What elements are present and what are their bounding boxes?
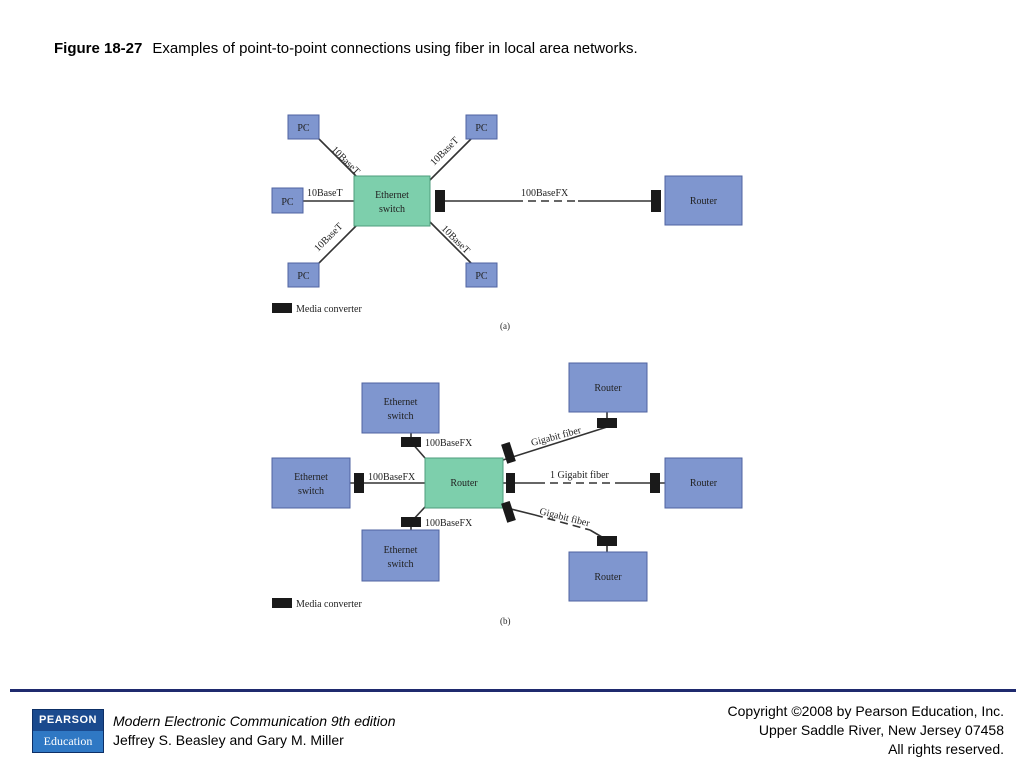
link-label-10baset: 10BaseT: [312, 221, 345, 254]
legend-converter-swatch: [272, 303, 292, 313]
diagram-b: Ethernet switch Ethernet switch Ethernet…: [271, 362, 743, 626]
router-label: Router: [594, 383, 622, 394]
ethernet-switch-label-1: Ethernet: [294, 472, 328, 483]
pc-label: PC: [281, 197, 294, 208]
router-box: [664, 175, 743, 226]
network-diagram: PC PC PC PC PC Ethernet switch Router 10…: [271, 114, 743, 626]
media-converter: [401, 437, 421, 447]
link-label-100basefx: 100BaseFX: [368, 472, 416, 483]
link-label-10baset: 10BaseT: [428, 135, 461, 168]
ethernet-switch-box: [353, 175, 431, 227]
logo-bottom: Education: [33, 731, 103, 752]
router-hub-box: [424, 457, 504, 509]
ethernet-switch-box: [361, 382, 440, 434]
footer-rule: [10, 689, 1016, 692]
copyright-block: Copyright ©2008 by Pearson Education, In…: [728, 702, 1004, 759]
link-label-100basefx: 100BaseFX: [425, 438, 473, 449]
link-gigabit-upper: [502, 426, 608, 461]
pc-label: PC: [475, 271, 488, 282]
media-converter: [506, 473, 515, 493]
media-converter: [650, 473, 660, 493]
sublabel-b: (b): [500, 616, 511, 626]
ethernet-switch-box: [271, 457, 351, 509]
figure-number: Figure 18-27: [54, 40, 143, 57]
copyright-address: Upper Saddle River, New Jersey 07458: [758, 722, 1004, 738]
router-label: Router: [594, 572, 622, 583]
link-pc-bottom-right: [429, 221, 472, 264]
legend-label: Media converter: [296, 599, 362, 610]
sublabel-a: (a): [500, 321, 510, 331]
pc-label: PC: [297, 123, 310, 134]
legend-label: Media converter: [296, 304, 362, 315]
pc-box: [287, 262, 320, 288]
diagram-a: PC PC PC PC PC Ethernet switch Router 10…: [271, 114, 743, 331]
pc-box: [287, 114, 320, 140]
ethernet-switch-label-1: Ethernet: [375, 190, 409, 201]
link-label-1gigabit: 1 Gigabit fiber: [550, 470, 610, 481]
copyright-rights: All rights reserved.: [888, 741, 1004, 757]
ethernet-switch-label-2: switch: [387, 411, 413, 422]
router-box: [568, 551, 648, 602]
logo-top: PEARSON: [33, 710, 103, 730]
pc-label: PC: [475, 123, 488, 134]
figure-caption: Examples of point-to-point connections u…: [152, 40, 638, 57]
media-converter: [354, 473, 364, 493]
media-converter: [401, 517, 421, 527]
link-label-100basefx: 100BaseFX: [425, 518, 473, 529]
link-label-10baset: 10BaseT: [329, 144, 362, 177]
link-gigabit-lower-dashed: [534, 514, 591, 531]
ethernet-switch-label-2: switch: [298, 486, 324, 497]
router-label: Router: [690, 196, 718, 207]
ethernet-switch-label-2: switch: [379, 204, 405, 215]
router-box: [568, 362, 648, 413]
link-label-gigabit: Gigabit fiber: [538, 506, 591, 529]
media-converter: [597, 418, 617, 428]
ethernet-switch-label-1: Ethernet: [384, 397, 418, 408]
pc-box: [465, 114, 498, 140]
link-pc-top-right: [429, 138, 472, 181]
copyright-line: Copyright ©2008 by Pearson Education, In…: [727, 703, 1004, 719]
link-label-10baset: 10BaseT: [307, 188, 343, 199]
book-authors: Jeffrey S. Beasley and Gary M. Miller: [113, 732, 344, 748]
ethernet-switch-box: [361, 529, 440, 582]
media-converter: [501, 500, 516, 523]
figure-title: Figure 18-27 Examples of point-to-point c…: [54, 40, 638, 57]
link-label-gigabit: Gigabit fiber: [530, 425, 583, 449]
router-label: Router: [690, 478, 718, 489]
pc-label: PC: [297, 271, 310, 282]
link-pc-bottom-left: [318, 221, 361, 264]
legend-converter-swatch: [272, 598, 292, 608]
link-label-100basefx: 100BaseFX: [521, 188, 569, 199]
router-box: [664, 457, 743, 509]
book-info: Modern Electronic Communication 9th edit…: [113, 712, 395, 750]
media-converter: [435, 190, 445, 212]
pearson-logo: PEARSON Education: [32, 709, 104, 753]
pc-box: [465, 262, 498, 288]
book-title: Modern Electronic Communication 9th edit…: [113, 713, 396, 729]
link-label-10baset: 10BaseT: [439, 223, 472, 256]
ethernet-switch-label-2: switch: [387, 559, 413, 570]
media-converter: [597, 536, 617, 546]
ethernet-switch-label-1: Ethernet: [384, 545, 418, 556]
media-converter: [651, 190, 661, 212]
link-pc-top-left: [318, 138, 361, 181]
media-converter: [501, 441, 516, 464]
router-hub-label: Router: [450, 478, 478, 489]
pc-box: [271, 187, 304, 214]
